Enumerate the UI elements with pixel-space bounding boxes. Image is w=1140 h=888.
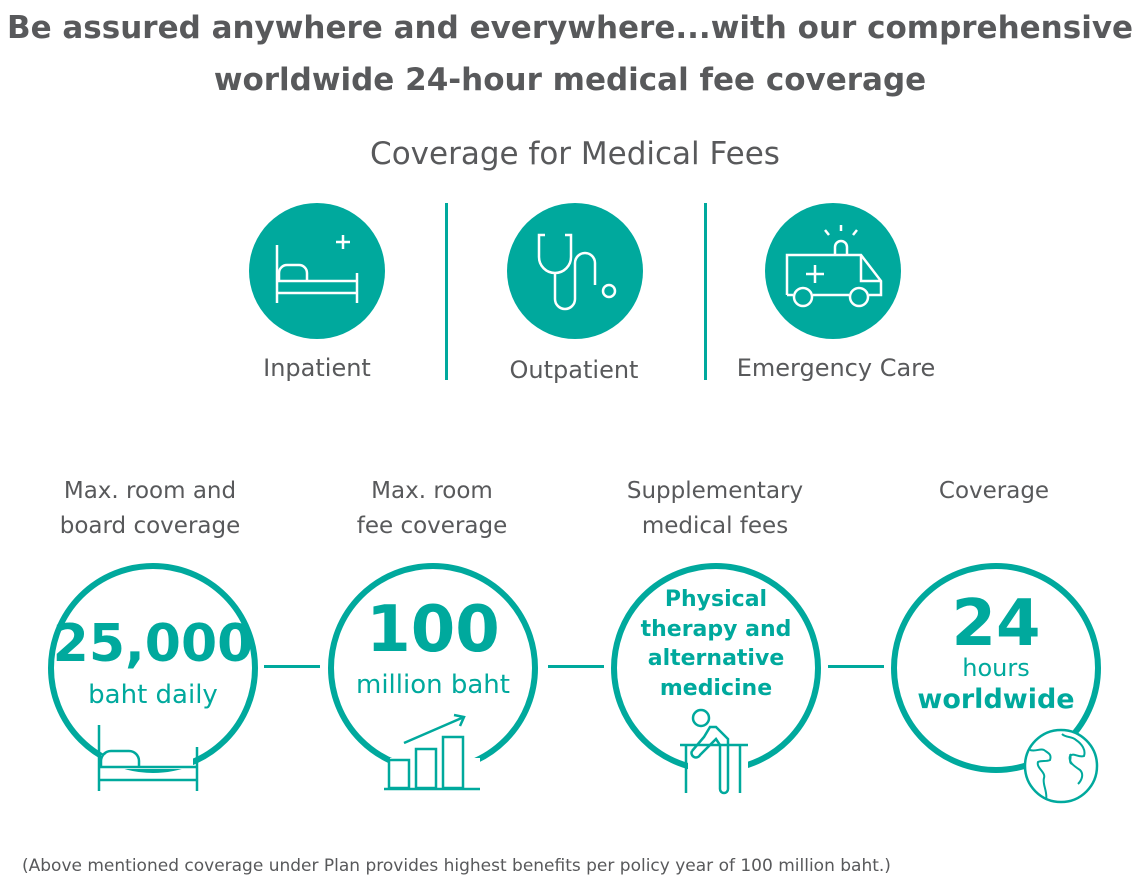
heading-line: board coverage [59,513,241,539]
stethoscope-icon [537,233,617,311]
coverage-value: 24 [951,587,1041,661]
supplementary-text: Physical therapy and alternative medicin… [611,585,821,703]
text-line: Physical [664,587,768,612]
inpatient-icon-circle [249,203,385,339]
room-board-unit: baht daily [88,680,218,710]
coverage-unit-worldwide: worldwide [917,684,1075,715]
heading-line: Coverage [938,478,1050,504]
divider [704,203,707,380]
emergency-icon-circle [765,203,901,339]
benefit-circle-room-board [48,563,258,773]
room-fee-unit: million baht [356,670,510,700]
heading-line: Max. room and [63,478,237,504]
connector-line [548,665,604,668]
text-line: medicine [659,675,773,701]
divider [445,203,448,380]
connector-line [828,665,884,668]
room-board-value: 25,000 [52,614,254,674]
ambulance-icon [785,225,883,308]
room-fee-value: 100 [366,593,500,667]
benefit-heading-supplementary: Supplementary medical fees [585,474,845,544]
benefit-heading-room-board: Max. room and board coverage [20,474,280,544]
physical-therapy-icon [680,708,748,795]
benefit-heading-coverage: Coverage [864,474,1124,509]
page-title: Be assured anywhere and everywhere...wit… [0,2,1140,106]
heading-line: Supplementary [626,478,804,504]
coverage-label-inpatient: Inpatient [263,354,371,382]
heading-line: medical fees [641,513,789,539]
coverage-label-emergency: Emergency Care [736,354,936,382]
coverage-unit: hours [962,654,1030,682]
heading-line: fee coverage [356,513,508,539]
section-subtitle: Coverage for Medical Fees [370,136,780,172]
outpatient-icon-circle [507,203,643,339]
heading-line: Max. room [371,478,493,504]
hospital-bed-icon [275,235,359,303]
benefit-heading-room-fee: Max. room fee coverage [302,474,562,544]
text-line: alternative [647,646,785,671]
connector-line [264,665,320,668]
title-line-2: worldwide 24-hour medical fee coverage [213,62,927,98]
title-line-1: Be assured anywhere and everywhere...wit… [6,10,1134,46]
footnote: (Above mentioned coverage under Plan pro… [22,856,891,876]
coverage-label-outpatient: Outpatient [509,356,639,384]
text-line: therapy and [640,616,792,642]
bar-chart-growth-icon [384,713,480,791]
bed-icon [97,725,199,791]
globe-icon [1023,728,1099,804]
